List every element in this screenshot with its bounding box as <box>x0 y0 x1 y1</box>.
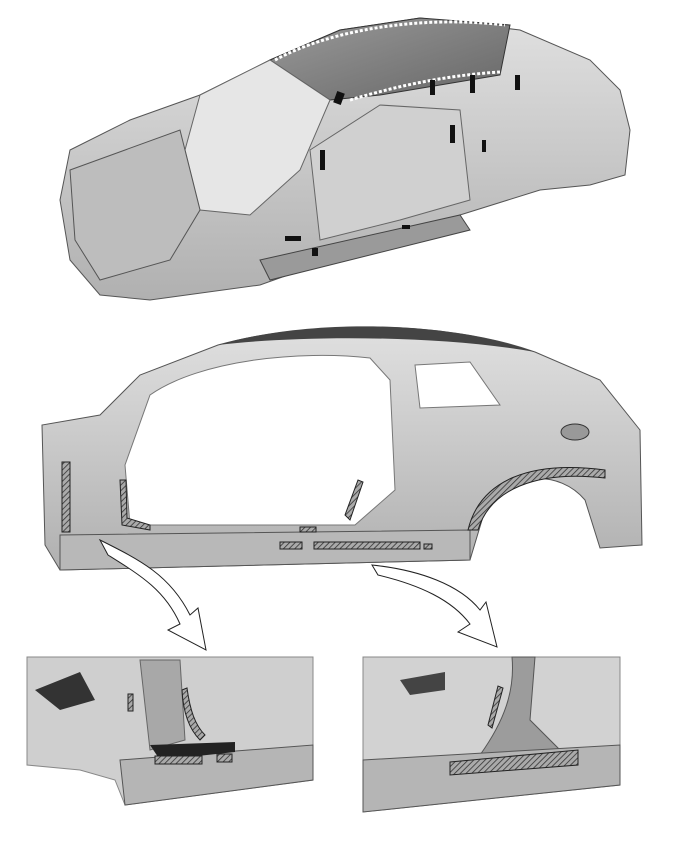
side-body-view <box>41 326 643 571</box>
detail-front-pillar <box>26 656 314 806</box>
callout-arrow-icon <box>371 564 498 648</box>
callout-arrow-icon <box>98 538 207 651</box>
detail-center-pillar <box>362 656 621 813</box>
isometric-body-view <box>59 17 631 301</box>
